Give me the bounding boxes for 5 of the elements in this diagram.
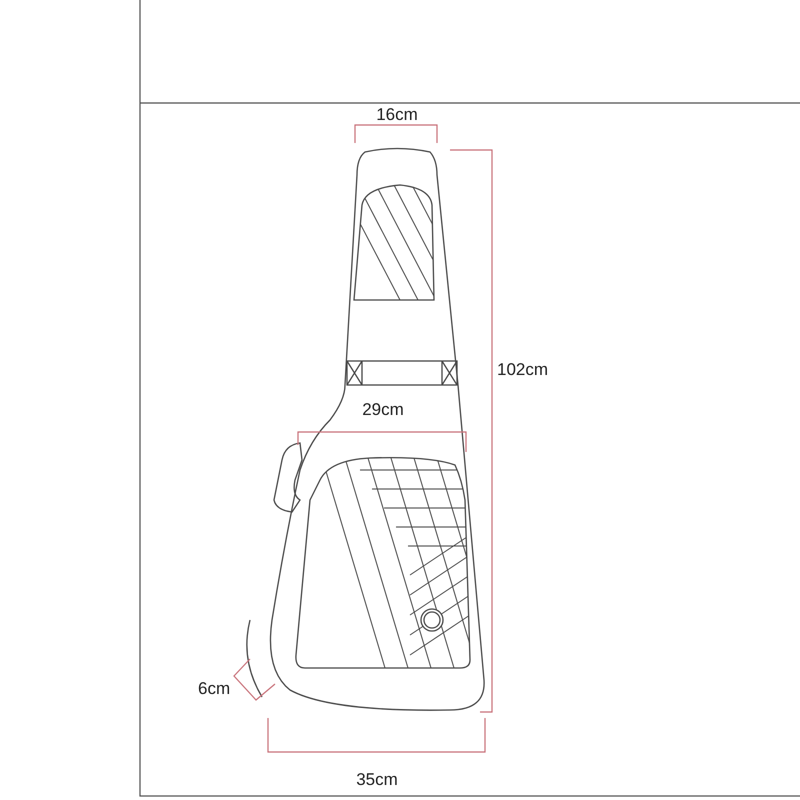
dimension-label: 16cm [376,106,418,123]
dimension-label: 102cm [497,361,548,378]
dimension-label: 35cm [356,771,398,788]
dimension-label: 29cm [362,401,404,418]
dimension-label: 6cm [198,680,230,697]
